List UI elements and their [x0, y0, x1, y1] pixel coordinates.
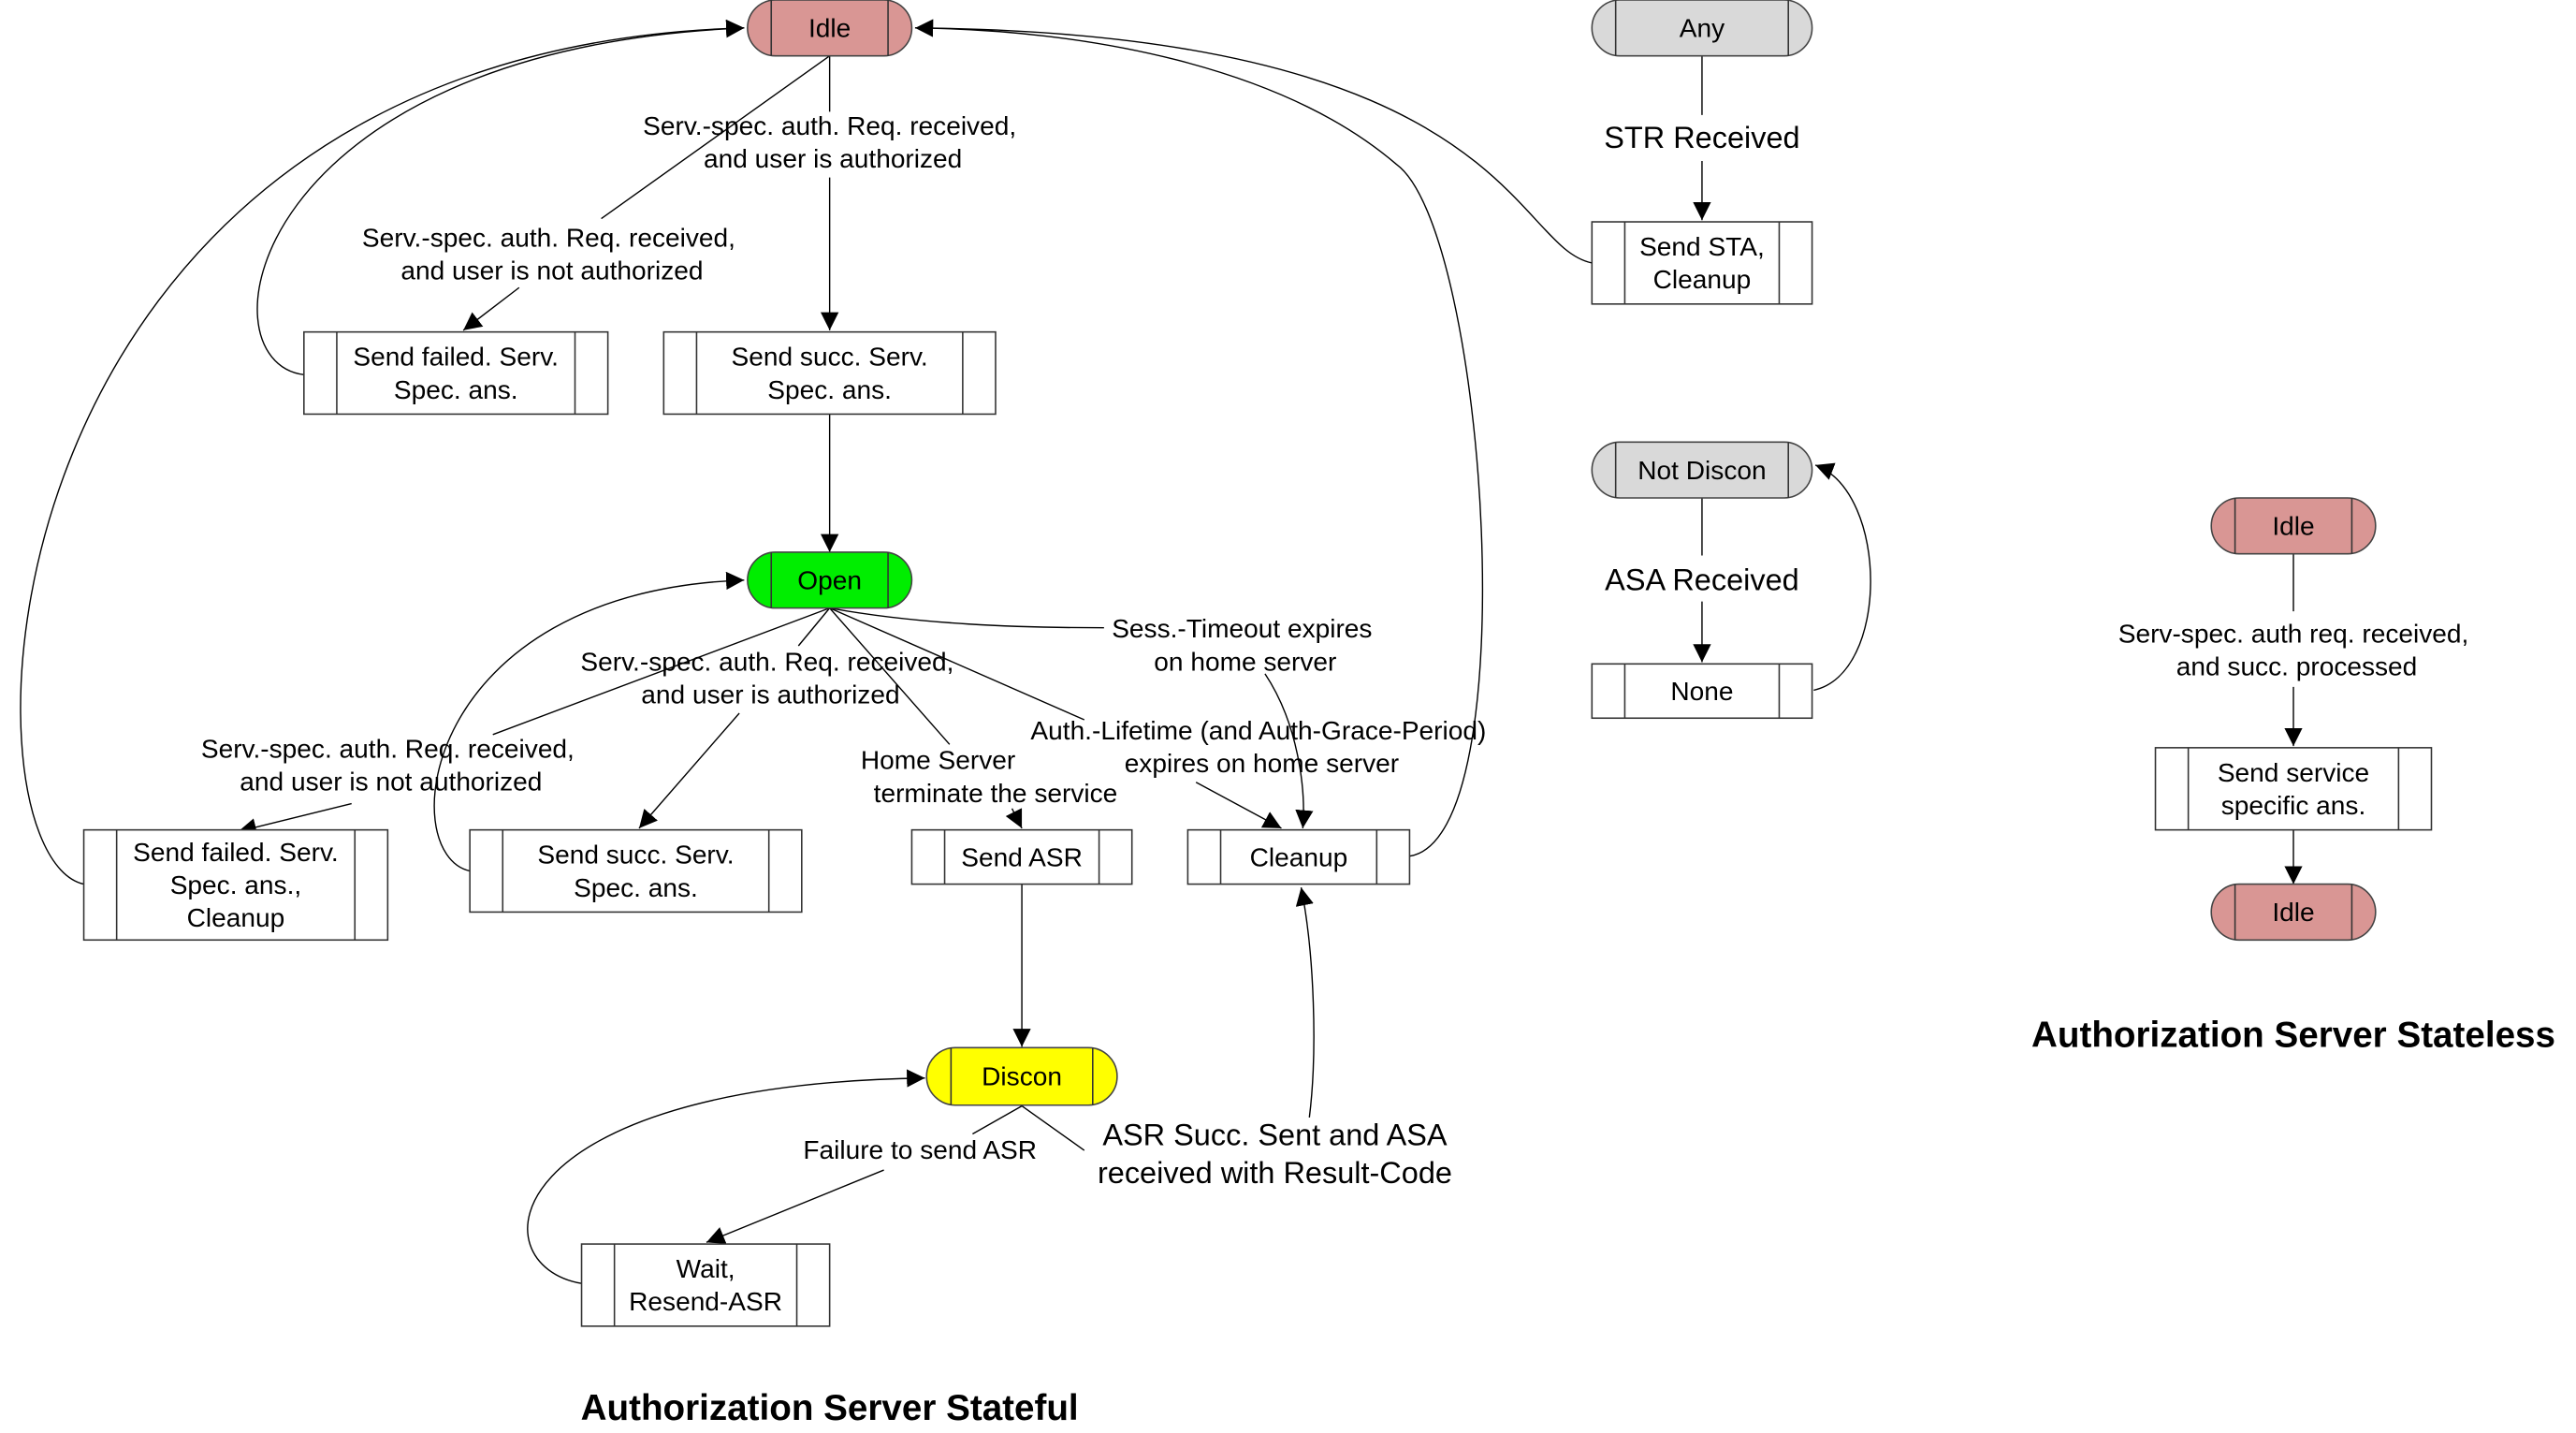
label-home-terminate-1: Home Server	[861, 746, 1015, 775]
process-send-succ-1[interactable]: Send succ. Serv. Spec. ans.	[662, 330, 997, 416]
label-str-received: STR Received	[1604, 121, 1799, 154]
label-asr-success-1: ASR Succ. Sent and ASA	[1102, 1119, 1448, 1152]
title-stateless: Authorization Server Stateless	[2031, 1015, 2555, 1055]
svg-text:Serv.-spec. auth. Req. receive: Serv.-spec. auth. Req. received, and user…	[362, 223, 735, 285]
label-idle-authorized-1: Serv.-spec. auth. Req. received,	[643, 111, 1016, 140]
label-idle-authorized-2: and user is authorized	[704, 144, 962, 173]
state-not-discon-label: Not Discon	[1637, 456, 1766, 485]
label-auth-lifetime-1: Auth.-Lifetime (and Auth-Grace-Period)	[1030, 716, 1486, 745]
process-none-line: None	[1670, 677, 1733, 706]
process-send-succ-1-line: Spec. ans.	[767, 375, 892, 404]
process-send-failed-1[interactable]: Send failed. Serv. Spec. ans.	[303, 330, 609, 416]
labels: Serv.-spec. auth. Req. received, and user…	[201, 111, 2555, 1428]
label-open-not-authorized-2: and user is not authorized	[240, 768, 542, 797]
label-failure-asr: Failure to send ASR	[803, 1135, 1037, 1164]
label-sess-timeout-1: Sess.-Timeout expires	[1112, 614, 1372, 643]
process-send-failed-1-line: Spec. ans.	[394, 375, 518, 404]
process-send-succ-2[interactable]: Send succ. Serv. Spec. ans.	[469, 828, 803, 914]
state-stateless-idle-bottom-label: Idle	[2272, 898, 2314, 927]
label-asa-received: ASA Received	[1605, 563, 1799, 596]
state-stateless-idle-top[interactable]: Idle	[2210, 497, 2377, 555]
label-stateless-req-1: Serv-spec. auth req. received,	[2118, 619, 2469, 648]
process-send-succ-2-line: Send succ. Serv.	[537, 841, 734, 870]
state-any-label: Any	[1680, 14, 1725, 43]
process-wait-resend[interactable]: Wait, Resend-ASR	[580, 1243, 831, 1327]
process-send-asr[interactable]: Send ASR	[910, 828, 1133, 885]
label-open-authorized-1: Serv.-spec. auth. Req. received,	[580, 647, 953, 676]
svg-text:Serv.-spec. auth. Req. receive: Serv.-spec. auth. Req. received, and user…	[643, 111, 1016, 173]
process-send-failed-2[interactable]: Send failed. Serv. Spec. ans., Cleanup	[82, 828, 389, 942]
process-cleanup[interactable]: Cleanup	[1186, 828, 1411, 885]
process-wait-resend-line: Resend-ASR	[629, 1287, 782, 1316]
edge-idle-to-send-failed-1	[463, 55, 831, 330]
title-stateful: Authorization Server Stateful	[581, 1388, 1079, 1428]
label-auth-lifetime-2: expires on home server	[1125, 749, 1399, 778]
edge-wait-to-discon	[527, 1069, 925, 1284]
edge-send-succ-2-to-open	[433, 571, 745, 872]
process-send-succ-1-line: Send succ. Serv.	[732, 343, 928, 372]
label-idle-not-authorized-1: Serv.-spec. auth. Req. received,	[362, 223, 735, 252]
process-send-sta[interactable]: Send STA, Cleanup	[1591, 221, 1813, 305]
svg-text:Serv-spec. auth req. received,: Serv-spec. auth req. received, and succ. …	[2118, 619, 2469, 680]
edge-open-to-send-asr	[829, 607, 1022, 828]
label-idle-not-authorized-2: and user is not authorized	[400, 256, 703, 285]
process-send-failed-2-line: Cleanup	[187, 903, 285, 932]
process-send-service-line: specific ans.	[2221, 791, 2366, 820]
state-not-discon[interactable]: Not Discon	[1591, 441, 1813, 499]
label-open-authorized-2: and user is authorized	[641, 680, 899, 709]
process-send-service-line: Send service	[2218, 758, 2369, 787]
process-none[interactable]: None	[1591, 663, 1813, 720]
edge-open-to-send-succ-2	[639, 607, 831, 828]
edges-other	[1702, 55, 2293, 885]
process-send-succ-2-line: Spec. ans.	[574, 873, 698, 902]
process-send-service[interactable]: Send service specific ans.	[2154, 747, 2433, 831]
label-sess-timeout-2: on home server	[1154, 647, 1336, 676]
process-send-failed-2-line: Send failed. Serv.	[133, 838, 339, 867]
process-send-asr-line: Send ASR	[961, 842, 1083, 871]
label-asr-success-2: received with Result-Code	[1098, 1156, 1452, 1190]
state-open-label: Open	[797, 565, 862, 594]
svg-text:Auth.-Lifetime (and Auth-Grace: Auth.-Lifetime (and Auth-Grace-Period) ex…	[1030, 716, 1486, 778]
state-any[interactable]: Any	[1591, 0, 1813, 57]
state-open[interactable]: Open	[747, 551, 913, 609]
state-stateless-idle-bottom[interactable]: Idle	[2210, 883, 2377, 942]
edge-send-failed-1-to-idle	[256, 20, 745, 376]
label-home-terminate-2: terminate the service	[874, 779, 1118, 808]
label-stateless-req-2: and succ. processed	[2176, 652, 2418, 681]
edge-none-to-not-discon	[1813, 462, 1871, 692]
process-cleanup-line: Cleanup	[1250, 842, 1348, 871]
state-stateless-idle-top-label: Idle	[2272, 511, 2314, 540]
process-send-failed-1-line: Send failed. Serv.	[353, 343, 559, 372]
edge-open-to-send-failed-2	[239, 607, 830, 832]
label-open-not-authorized-1: Serv.-spec. auth. Req. received,	[201, 734, 575, 763]
edge-discon-to-wait	[706, 1104, 1023, 1243]
state-discon[interactable]: Discon	[925, 1046, 1118, 1106]
process-send-failed-2-line: Spec. ans.,	[170, 870, 301, 899]
svg-text:Serv.-spec. auth. Req. receive: Serv.-spec. auth. Req. received, and user…	[580, 647, 953, 709]
edge-open-to-cleanup-lifetime	[829, 607, 1282, 828]
process-wait-resend-line: Wait,	[677, 1254, 735, 1283]
state-idle[interactable]: Idle	[747, 0, 913, 57]
edges-stateful	[20, 19, 1593, 1284]
edge-open-to-cleanup-timeout	[829, 607, 1303, 828]
svg-text:Serv.-spec. auth. Req. receive: Serv.-spec. auth. Req. received, and user…	[201, 734, 575, 796]
state-idle-label: Idle	[808, 14, 851, 43]
edge-cleanup-to-idle	[914, 19, 1484, 857]
edge-discon-to-cleanup	[1021, 887, 1314, 1151]
state-discon-label: Discon	[982, 1062, 1062, 1091]
edge-send-failed-2-to-idle	[20, 19, 745, 885]
process-send-sta-line: Cleanup	[1653, 265, 1752, 294]
process-send-sta-line: Send STA,	[1639, 232, 1765, 261]
edge-send-sta-to-idle	[914, 27, 1593, 264]
